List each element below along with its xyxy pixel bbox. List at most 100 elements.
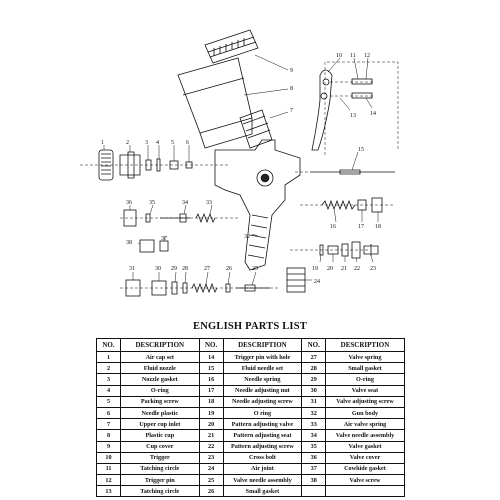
part-description-cell: Upper cup inlet xyxy=(120,418,200,431)
air-joint-part xyxy=(286,267,306,293)
cup-cover-part xyxy=(204,29,259,64)
callout-18: 18 xyxy=(375,224,381,230)
part-description-cell: Needle plastic xyxy=(120,406,200,420)
part-number-cell: 20 xyxy=(198,418,224,431)
part-description-cell: Valve seat xyxy=(325,384,405,397)
part-number-cell: 21 xyxy=(198,429,224,442)
callout-16: 16 xyxy=(330,224,336,230)
part-description-cell: Fluid nozzle xyxy=(120,362,200,375)
part-description-cell: Tatching circle xyxy=(120,462,200,476)
part-description-cell: Valve needle assembly xyxy=(222,474,303,487)
part-number-cell: 37 xyxy=(301,462,327,476)
part-number-cell: 19 xyxy=(198,406,224,420)
part-description-cell: Valve screw xyxy=(325,474,405,487)
valve-needle-assembly-25-part xyxy=(236,284,270,292)
part-number-cell: 4 xyxy=(96,384,121,397)
callout-30: 30 xyxy=(155,266,161,272)
callout-8: 8 xyxy=(290,86,293,92)
part-number-cell: 11 xyxy=(96,462,121,476)
part-description-cell: Valve cover xyxy=(325,451,405,464)
part-description-cell: Valve gasket xyxy=(325,440,405,453)
callout-27: 27 xyxy=(204,266,210,272)
callout-32: 32 xyxy=(244,234,250,240)
callout-28: 28 xyxy=(182,266,188,272)
column-header-no: NO. xyxy=(198,338,224,352)
column-header-description: DESCRIPTION xyxy=(222,338,303,352)
cowhide-gasket-part xyxy=(159,240,169,252)
callout-24: 24 xyxy=(314,279,320,285)
part-description-cell xyxy=(325,485,405,498)
part-number-cell: 14 xyxy=(198,350,224,364)
part-number-cell: 36 xyxy=(301,451,327,464)
part-description-cell: Trigger xyxy=(120,451,200,464)
part-number-cell: 24 xyxy=(198,462,224,476)
parts-list-title: ENGLISH PARTS LIST xyxy=(193,321,307,332)
part-number-cell: 30 xyxy=(301,384,327,397)
callout-20: 20 xyxy=(327,266,333,272)
callout-38: 38 xyxy=(126,240,132,246)
callout-1: 1 xyxy=(101,140,104,146)
part-number-cell: 9 xyxy=(96,440,121,453)
o-ring-19-part xyxy=(319,244,324,256)
part-description-cell: Small gasket xyxy=(222,485,303,498)
part-number-cell: 15 xyxy=(198,362,224,375)
column-header-description: DESCRIPTION xyxy=(325,338,405,352)
part-number-cell: 31 xyxy=(301,395,327,408)
part-description-cell: Nozzle gasket xyxy=(120,373,200,386)
part-number-cell: 13 xyxy=(96,485,121,498)
trigger-pin-with-hole-part xyxy=(351,92,373,99)
part-number-cell: 8 xyxy=(96,429,121,442)
part-number-cell: 6 xyxy=(96,406,121,420)
parts-table: NO. DESCRIPTION NO. DESCRIPTION NO. DESC… xyxy=(96,338,405,498)
part-number-cell: 38 xyxy=(301,474,327,487)
valve-gasket-part xyxy=(145,213,151,223)
column-header-description: DESCRIPTION xyxy=(120,338,200,352)
part-number-cell: 12 xyxy=(96,474,121,487)
callout-11: 11 xyxy=(350,53,356,59)
callout-12: 12 xyxy=(364,53,370,59)
column-header-no: NO. xyxy=(96,338,121,352)
part-number-cell: 5 xyxy=(96,395,121,408)
part-number-cell: 18 xyxy=(198,395,224,408)
fluid-needle-part xyxy=(295,169,395,175)
part-description-cell: Needle spring xyxy=(222,373,303,386)
part-number-cell: 7 xyxy=(96,418,121,431)
o-ring-29-part xyxy=(171,281,178,295)
callout-17: 17 xyxy=(358,224,364,230)
part-number-cell: 17 xyxy=(198,384,224,397)
callout-37: 37 xyxy=(161,236,167,242)
part-description-cell: Valve needle assembly xyxy=(325,429,405,442)
part-description-cell: Packing screw xyxy=(120,395,200,408)
callout-13: 13 xyxy=(350,113,356,119)
part-number-cell: 16 xyxy=(198,373,224,386)
gun-body-part xyxy=(214,139,301,271)
part-number-cell: 10 xyxy=(96,451,121,464)
part-description-cell: Valve spring xyxy=(325,350,405,364)
part-description-cell: Air cap set xyxy=(120,350,200,364)
callout-3: 3 xyxy=(145,140,148,146)
part-number-cell xyxy=(301,485,327,498)
callout-10: 10 xyxy=(336,53,342,59)
callout-35: 35 xyxy=(149,200,155,206)
trigger-pin-part xyxy=(351,78,373,85)
callout-33: 33 xyxy=(206,200,212,206)
part-number-cell: 34 xyxy=(301,429,327,442)
part-description-cell: Pattern adjusting valve xyxy=(222,418,303,431)
callout-15: 15 xyxy=(358,147,364,153)
part-description-cell: Fluid needle set xyxy=(222,362,303,375)
part-number-cell: 26 xyxy=(198,485,224,498)
part-description-cell: Air valve spring xyxy=(325,418,405,431)
valve-seat-part xyxy=(151,280,167,296)
part-description-cell: O ring xyxy=(222,406,303,420)
callout-23: 23 xyxy=(370,266,376,272)
